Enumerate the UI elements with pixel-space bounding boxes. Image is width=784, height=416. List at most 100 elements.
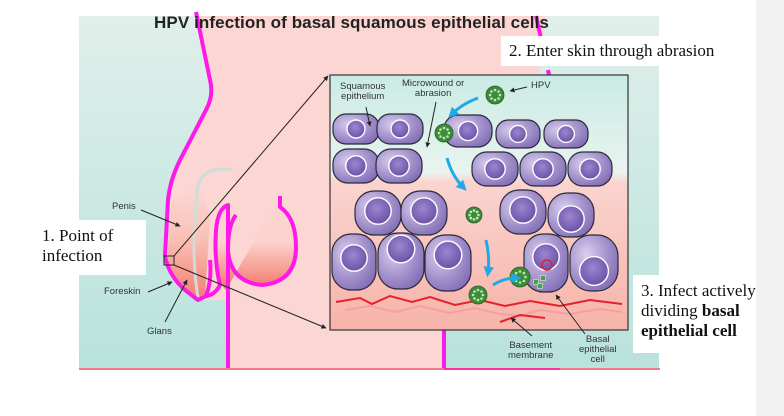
skin-outline <box>163 11 552 368</box>
penis-shape <box>168 190 210 298</box>
capsomere-dot <box>497 90 500 93</box>
capsomere-dot <box>446 135 449 138</box>
cell-nucleus <box>509 196 537 224</box>
intracellular-viral-particle <box>533 279 539 285</box>
epithelium-inset <box>329 74 629 337</box>
hpv-virion <box>468 285 488 305</box>
capsomere-dot <box>477 213 480 217</box>
label-basement-membrane: Basement membrane <box>508 340 554 361</box>
capsomere-dot <box>442 126 446 130</box>
cell-nucleus <box>556 124 576 144</box>
capsomere-dot <box>522 279 526 283</box>
basal-cell-pointer <box>555 294 586 335</box>
zoom-line-bottom <box>173 264 327 329</box>
label-squamous-epithelium: Squamous epithelium <box>340 81 386 102</box>
hpv-virion <box>485 85 505 105</box>
microwound-pointer <box>425 101 437 148</box>
capsomere-dot <box>522 271 526 275</box>
label-hpv: HPV <box>531 80 551 91</box>
capsomere-dot <box>469 210 473 214</box>
hpv-virion <box>434 123 454 143</box>
capsomere-dot <box>476 298 480 302</box>
cell-nucleus <box>388 155 410 177</box>
cell-nucleus <box>340 244 368 272</box>
cell-nucleus <box>390 119 410 139</box>
cell-nucleus <box>410 197 438 225</box>
cell-nucleus <box>386 234 416 264</box>
viral-genome-ring <box>541 259 553 271</box>
infection-point-marker[interactable] <box>163 255 175 266</box>
capsomere-dot <box>446 128 449 131</box>
blue-arrow-2 <box>445 157 467 191</box>
label-microwound: Microwound or abrasion <box>402 78 465 99</box>
capsomere-dot <box>518 270 522 273</box>
label-foreskin: Foreskin <box>104 286 141 297</box>
label-penis: Penis <box>112 201 136 212</box>
capsomere-dot <box>493 98 497 102</box>
cell-nucleus <box>345 155 367 177</box>
capsomere-dot <box>493 88 497 92</box>
cell-nucleus <box>457 120 479 142</box>
callout-step-3: 3. Infect actively dividing basal epithe… <box>633 275 756 353</box>
label-glans: Glans <box>147 326 172 337</box>
penis-pointer <box>140 209 181 227</box>
glans-pointer <box>164 279 188 323</box>
capsomere-dot <box>490 90 493 93</box>
foreskin-pointer <box>147 281 173 293</box>
capsomere-dot <box>498 93 502 97</box>
capsomere-dot <box>514 279 518 283</box>
capsomere-dot <box>473 297 476 300</box>
hpv-pointer <box>509 86 528 93</box>
capsomere-dot <box>524 275 527 279</box>
label-basal-epithelial-cell: Basal epithelial cell <box>579 334 617 365</box>
cell-nucleus <box>433 240 463 270</box>
capsomere-dot <box>468 213 471 217</box>
capsomere-dot <box>439 135 442 138</box>
capsomere-dot <box>442 136 446 140</box>
cell-nucleus <box>484 158 506 180</box>
intracellular-viral-particle <box>540 275 546 281</box>
cell-nucleus <box>532 243 560 271</box>
callout-step-1: 1. Point of infection <box>36 220 146 275</box>
callout-step-2: 2. Enter skin through abrasion <box>501 36 753 66</box>
cell-nucleus <box>557 205 585 233</box>
blue-arrow-3 <box>483 239 494 278</box>
capsomere-dot <box>475 210 479 214</box>
scrotum-shape <box>216 196 296 290</box>
capsomere-dot <box>480 297 483 300</box>
squamous-pointer <box>365 106 372 127</box>
capsomere-dot <box>469 216 473 220</box>
cell-nucleus <box>508 124 528 144</box>
capsomere-dot <box>481 293 485 297</box>
figure-title: HPV infection of basal squamous epitheli… <box>154 13 549 32</box>
capsomere-dot <box>439 128 442 131</box>
cell-nucleus <box>346 119 366 139</box>
capsomere-dot <box>497 97 500 100</box>
cell-nucleus <box>532 158 554 180</box>
blue-arrow-4 <box>492 272 522 287</box>
capsomere-dot <box>447 131 451 135</box>
intracellular-viral-particle <box>537 283 543 289</box>
capsomere-dot <box>476 288 480 292</box>
capsomere-dot <box>471 293 475 297</box>
urethra-line <box>192 167 233 299</box>
cell-nucleus <box>579 158 601 180</box>
capsomere-dot <box>480 290 483 293</box>
capsomere-dot <box>473 290 476 293</box>
infection-path-arrows <box>445 96 522 287</box>
capsomere-dot <box>475 216 479 220</box>
basement-membrane <box>335 294 623 323</box>
capsomere-dot <box>490 97 493 100</box>
capsomere-dot <box>518 281 522 284</box>
capsomere-dot <box>514 271 518 275</box>
cell-nucleus <box>364 197 392 225</box>
capsomere-dot <box>488 93 492 97</box>
zoom-line-top <box>173 75 329 257</box>
basement-pointer <box>510 317 533 337</box>
cell-nucleus <box>578 255 610 287</box>
scroll-gutter <box>756 0 784 416</box>
capsomere-dot <box>472 218 476 221</box>
capsomere-dot <box>472 209 476 212</box>
blue-arrow-1 <box>448 96 479 118</box>
